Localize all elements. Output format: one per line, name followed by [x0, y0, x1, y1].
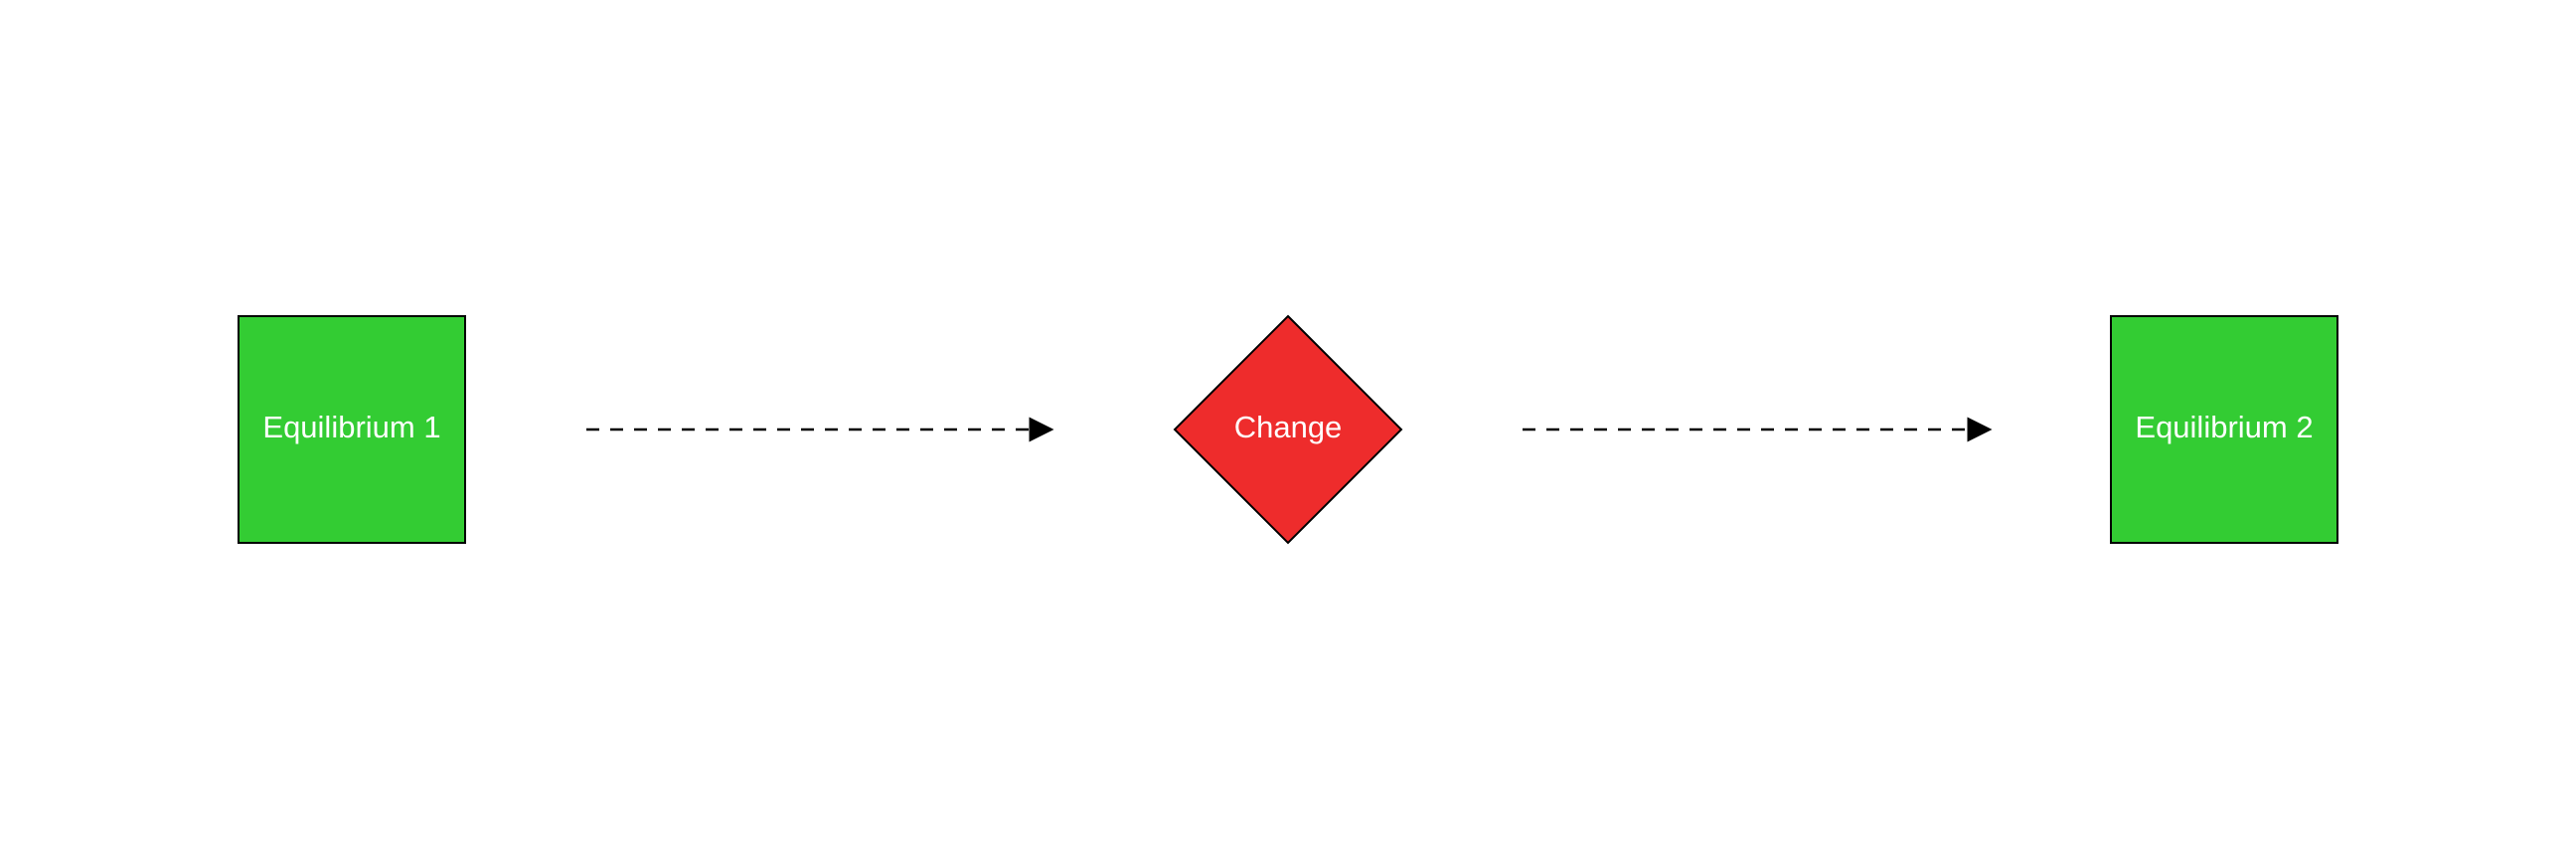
equilibrium-2-box — [2110, 315, 2338, 544]
node-equilibrium-1: Equilibrium 1 — [238, 315, 466, 544]
node-equilibrium-2: Equilibrium 2 — [2110, 315, 2338, 544]
equilibrium-1-box — [238, 315, 466, 544]
change-label: Change — [1234, 410, 1343, 444]
change-diamond — [1173, 314, 1403, 545]
node-change: Change — [1173, 314, 1403, 545]
equilibrium-2-label: Equilibrium 2 — [2135, 410, 2313, 444]
equilibrium-1-label: Equilibrium 1 — [262, 410, 440, 444]
